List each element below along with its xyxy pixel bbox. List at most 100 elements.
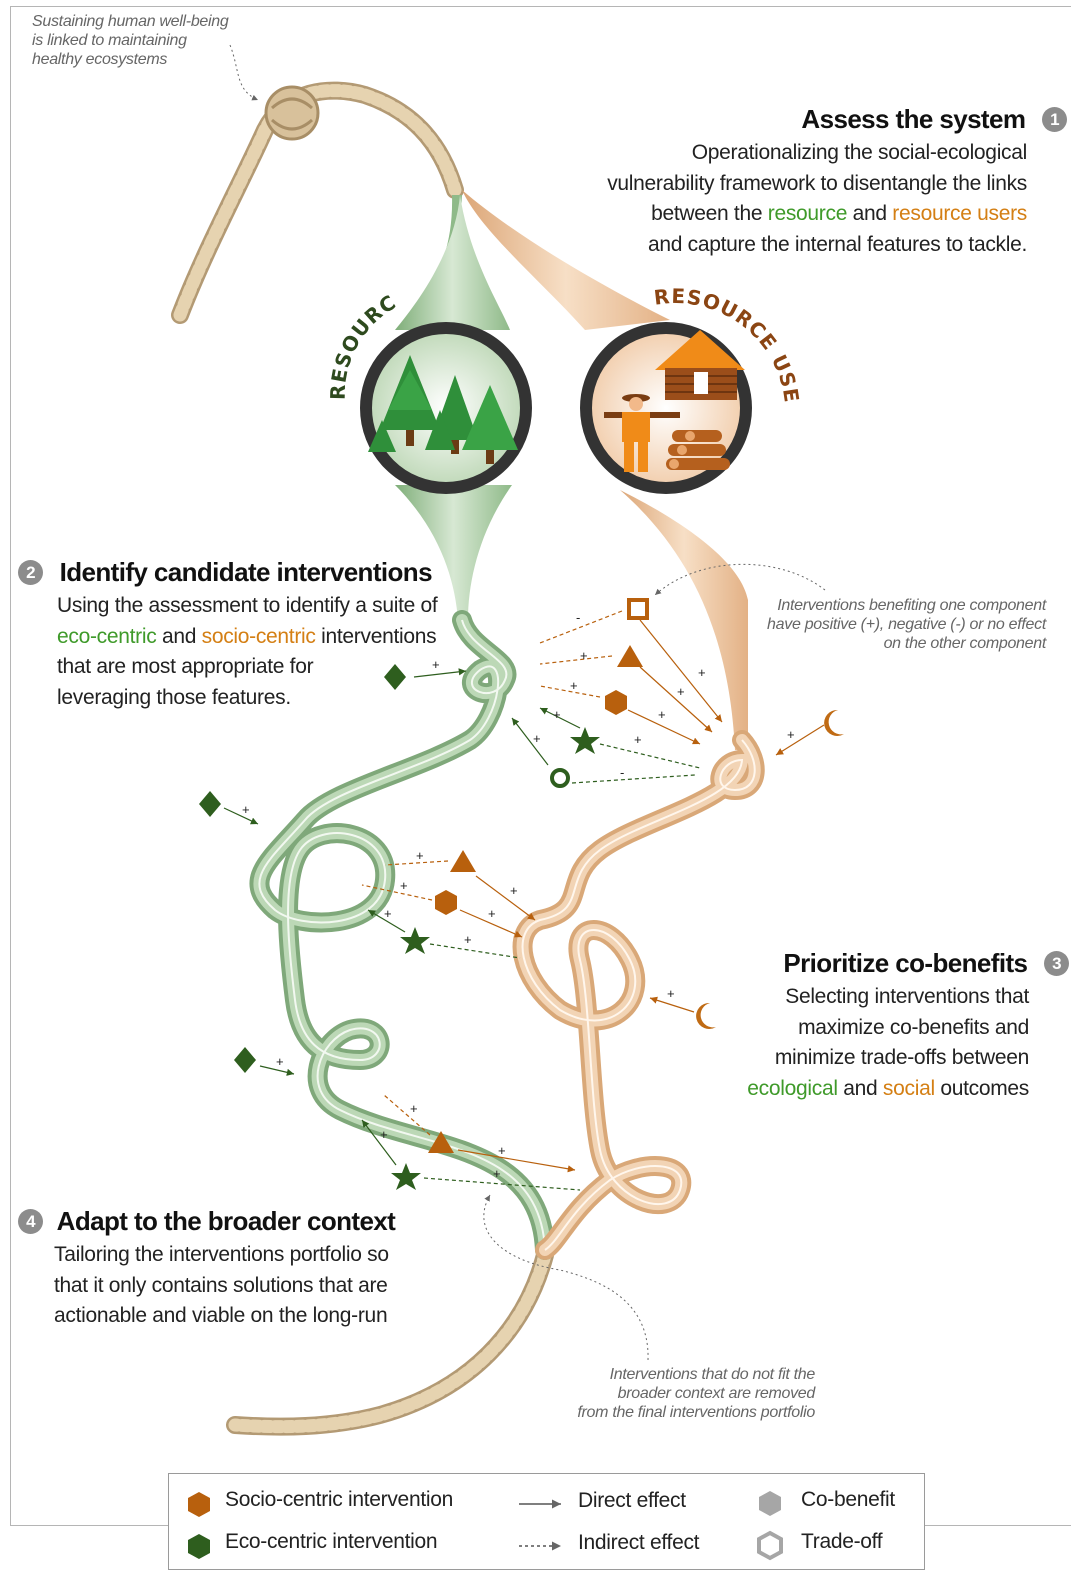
step-2-line: Using the assessment to identify a suite… [57, 594, 438, 617]
socio-centric-text: socio-centric [201, 624, 316, 648]
step-2-number-badge: 2 [18, 560, 43, 585]
step-1-line: between the resource and resource users [651, 202, 1027, 225]
plus-sign: + [553, 707, 561, 722]
step-2-title: 2 Identify candidate interventions [18, 557, 433, 588]
step-2-line: leveraging those features. [57, 685, 291, 709]
plus-sign: + [698, 665, 706, 680]
note-line: Interventions that do not fit the [609, 1366, 816, 1383]
socio-hexagon [435, 890, 457, 915]
social-text: social [882, 1076, 935, 1100]
eco-star [570, 727, 600, 754]
top-knot [264, 85, 320, 141]
step-3-title-text: Prioritize co-benefits [783, 948, 1028, 978]
socio-hexagon-icon [188, 1492, 210, 1517]
step-4-line: that it only contains solutions that are [54, 1273, 388, 1297]
legend-indirect-label: Indirect effect [578, 1531, 700, 1554]
minus-sign: - [620, 765, 624, 780]
eco-diamond [234, 1047, 256, 1073]
note-line: healthy ecosystems [32, 51, 168, 68]
step-2-line: eco-centric and socio-centric interventi… [57, 624, 437, 648]
interventions-cluster-3: + + + + + [234, 1047, 581, 1191]
note-line: broader context are removed [617, 1385, 816, 1402]
eco-diamond [384, 664, 406, 690]
green-strand [249, 195, 555, 1260]
plus-sign: + [634, 732, 642, 747]
tradeoff-hexagon-icon [757, 1530, 783, 1561]
step-2-title-text: Identify candidate interventions [59, 557, 433, 587]
socio-tradeoff-square [627, 598, 649, 620]
cobenefit-hexagon-icon [759, 1491, 781, 1516]
eco-star [400, 927, 430, 954]
note-interventions-component: Interventions benefiting one component h… [740, 596, 1046, 653]
resource-circle [360, 322, 532, 494]
plus-sign: + [498, 1143, 506, 1158]
plus-sign: + [384, 906, 392, 921]
legend-direct-label: Direct effect [578, 1489, 686, 1512]
plus-sign: + [410, 1101, 418, 1116]
step-4-line: actionable and viable on the long-run [54, 1304, 388, 1327]
eco-star [391, 1163, 421, 1190]
step-3-line: maximize co-benefits and [798, 1015, 1029, 1039]
step-3-title: Prioritize co-benefits 3 [783, 948, 1069, 979]
step-1-line: vulnerability framework to disentangle t… [607, 171, 1027, 195]
step-1-body: Operationalizing the social-ecological v… [607, 138, 1027, 260]
eco-diamond [199, 791, 221, 817]
plus-sign: + [510, 883, 518, 898]
resource-text: resource [767, 202, 848, 225]
resource-users-circle [580, 322, 752, 494]
step-2-body: Using the assessment to identify a suite… [57, 591, 438, 713]
step-3-line: Selecting interventions that [785, 985, 1029, 1008]
plus-sign: + [493, 1166, 501, 1181]
interventions-cluster-2: + + + + + + + + [199, 791, 716, 1029]
eco-centric-text: eco-centric [57, 624, 157, 648]
socio-triangle [450, 850, 476, 872]
plus-sign: + [533, 731, 541, 746]
step-2-line: that are most appropriate for [57, 655, 314, 678]
note-pointer-top [229, 44, 259, 101]
eco-tradeoff-circle [550, 768, 570, 788]
socio-triangle [428, 1131, 454, 1153]
plus-sign: + [242, 802, 250, 817]
step-3-body: Selecting interventions that maximize co… [747, 982, 1029, 1104]
plus-sign: + [677, 684, 685, 699]
eco-hexagon-icon [188, 1534, 210, 1559]
forest-icon [368, 355, 518, 464]
plus-sign: + [380, 1127, 388, 1142]
note-line: have positive (+), negative (-) or no ef… [767, 616, 1046, 633]
logs-icon [666, 430, 730, 470]
socio-triangle [617, 645, 643, 667]
plus-sign: + [400, 878, 408, 893]
orange-strand [462, 190, 765, 1260]
ecological-text: ecological [747, 1076, 838, 1100]
note-line: Interventions benefiting one component [777, 597, 1046, 614]
note-line: is linked to maintaining [32, 32, 187, 49]
note-line: Sustaining human well-being [32, 13, 229, 30]
step-4-line: Tailoring the interventions portfolio so [54, 1243, 389, 1266]
note-line: on the other component [883, 635, 1047, 652]
legend-symbols [188, 1491, 783, 1561]
step-4-title: 4 Adapt to the broader context [18, 1206, 396, 1237]
note-line: from the final interventions portfolio [577, 1404, 815, 1421]
legend-eco-label: Eco-centric intervention [225, 1530, 438, 1553]
plus-sign: + [667, 986, 675, 1001]
legend-tradeoff-label: Trade-off [801, 1530, 883, 1553]
step-3-number-badge: 3 [1044, 951, 1069, 976]
step-4-body: Tailoring the interventions portfolio so… [54, 1240, 389, 1332]
note-pointer-context [483, 1194, 649, 1361]
note-context-removed: Interventions that do not fit the broade… [540, 1365, 815, 1422]
note-pointer-component [654, 563, 826, 596]
minus-sign: - [576, 610, 580, 625]
plus-sign: + [580, 648, 588, 663]
plus-sign: + [570, 678, 578, 693]
resource-users-text: resource users [892, 202, 1027, 225]
plus-sign: + [432, 657, 440, 672]
step-1-line: and capture the internal features to tac… [647, 232, 1027, 256]
step-4-title-text: Adapt to the broader context [56, 1206, 396, 1236]
bottom-rope [226, 1246, 554, 1436]
cabin-icon [655, 330, 745, 400]
interventions-cluster-1: - + + + + + + + + - + + [384, 598, 844, 788]
step-1-line: Operationalizing the social-ecological [691, 141, 1028, 164]
socio-hexagon [605, 690, 627, 715]
step-3-line: ecological and social outcomes [747, 1076, 1029, 1100]
